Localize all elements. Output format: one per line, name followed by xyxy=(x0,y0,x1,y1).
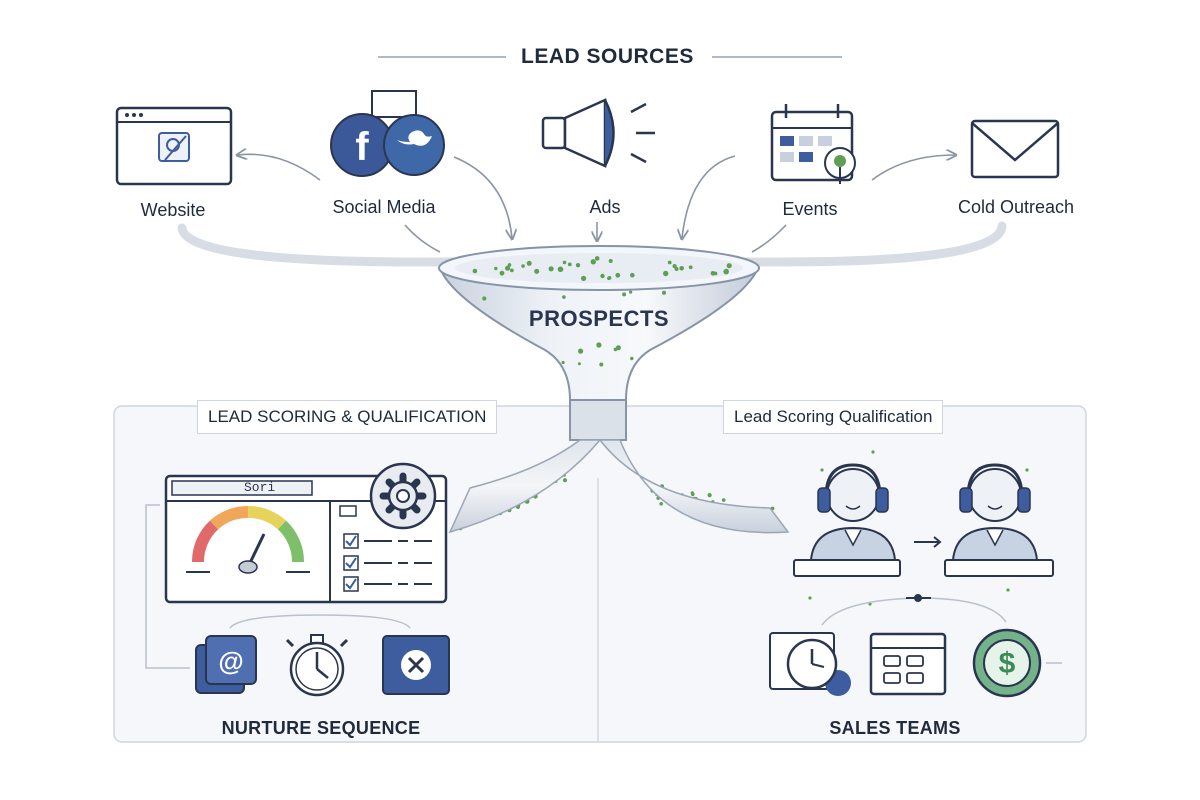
collector-band xyxy=(177,221,1007,267)
prospect-dot xyxy=(472,268,478,274)
calendar-icon xyxy=(770,104,856,184)
prospect-dot xyxy=(663,270,669,277)
prospect-dot xyxy=(667,260,672,265)
prospect-dot xyxy=(557,266,564,273)
prospect-dot xyxy=(608,259,613,263)
prospect-dot xyxy=(599,362,604,367)
dollar-icon xyxy=(972,628,1062,698)
prospect-dot xyxy=(713,271,718,276)
prospect-dot xyxy=(721,498,726,502)
prospect-dot xyxy=(1025,468,1029,472)
source-arrows xyxy=(238,154,955,253)
sales-agent-icon xyxy=(793,463,901,577)
calendar-grid-icon xyxy=(869,632,947,696)
prospect-dot xyxy=(820,468,824,472)
source-label-social-media: Social Media xyxy=(332,197,436,217)
prospect-dot xyxy=(688,265,693,270)
prospect-dot xyxy=(482,296,487,301)
prospect-dot xyxy=(562,295,566,299)
lead-scoring-box-title: LEAD SCORING & QUALIFICATION xyxy=(197,400,498,434)
prospect-dot xyxy=(510,268,514,273)
prospect-dot xyxy=(613,347,618,352)
prospect-dot xyxy=(562,260,567,265)
prospect-dot xyxy=(567,262,572,267)
handoff-arrow xyxy=(914,536,942,548)
prospect-dot xyxy=(672,264,677,269)
prospect-dot xyxy=(808,596,812,600)
prospect-dot xyxy=(575,263,581,268)
prospect-dot xyxy=(674,267,679,271)
prospect-dot xyxy=(707,493,712,498)
prospect-dot xyxy=(679,266,684,271)
prospect-dot xyxy=(594,256,600,261)
prospect-dot xyxy=(615,272,621,278)
prospect-dot xyxy=(723,268,729,275)
prospects-label: PROSPECTS xyxy=(528,306,670,331)
prospect-dot xyxy=(494,266,498,271)
prospect-dot xyxy=(577,362,581,366)
stopwatch-icon xyxy=(285,634,349,697)
prospect-dot xyxy=(562,478,568,483)
prospect-dot xyxy=(726,263,732,269)
prospect-dot xyxy=(526,260,532,266)
source-label-cold-outreach: Cold Outreach xyxy=(957,197,1075,217)
close-icon xyxy=(382,635,450,695)
lead-sources-title: LEAD SOURCES xyxy=(521,45,694,68)
outflow-tubes xyxy=(448,439,790,534)
envelope-icon xyxy=(970,119,1060,179)
email-icon xyxy=(195,635,257,694)
prospect-dot xyxy=(534,268,540,274)
facebook-twitter-icon xyxy=(330,90,445,177)
prospect-dot xyxy=(630,272,635,278)
nurture-flow-lines xyxy=(145,504,411,669)
prospect-dot xyxy=(659,502,663,506)
prospect-dot xyxy=(871,450,875,454)
browser-window-icon xyxy=(115,106,233,186)
prospect-dot xyxy=(548,266,554,272)
source-label-website: Website xyxy=(140,200,206,220)
prospect-dot xyxy=(622,292,627,297)
source-label-ads: Ads xyxy=(589,197,621,217)
connector-knot xyxy=(906,594,931,602)
prospect-dot xyxy=(607,276,611,281)
source-label-events: Events xyxy=(782,199,838,219)
prospect-dot xyxy=(499,270,505,276)
prospect-dot xyxy=(596,342,602,348)
prospect-dot xyxy=(561,360,565,365)
gear-icon xyxy=(369,462,437,530)
nurture-sequence-label: NURTURE SEQUENCE xyxy=(221,718,421,738)
prospect-dot xyxy=(581,275,587,281)
prospect-dot xyxy=(521,264,525,268)
facebook-glyph: f xyxy=(355,125,369,169)
sales-agent-icon xyxy=(944,463,1054,577)
prospect-dot xyxy=(1006,588,1010,592)
dollar-glyph: $ xyxy=(998,647,1016,680)
prospect-dot xyxy=(578,348,584,354)
prospect-dot xyxy=(662,290,666,295)
prospect-dot xyxy=(505,265,511,271)
prospect-dot xyxy=(691,492,695,497)
clock-icon xyxy=(769,632,851,696)
prospect-dot xyxy=(600,273,605,279)
sales-teams-label: SALES TEAMS xyxy=(829,718,961,738)
dashboard-header-text: Sori xyxy=(244,480,276,495)
lead-scoring-qualification-box-title: Lead Scoring Qualification xyxy=(723,400,944,434)
prospects-funnel xyxy=(438,245,760,441)
prospect-dot xyxy=(629,290,633,294)
prospect-dot xyxy=(590,259,596,265)
prospect-dot xyxy=(630,356,634,361)
megaphone-icon xyxy=(541,98,655,168)
email-at-glyph: @ xyxy=(218,646,244,676)
